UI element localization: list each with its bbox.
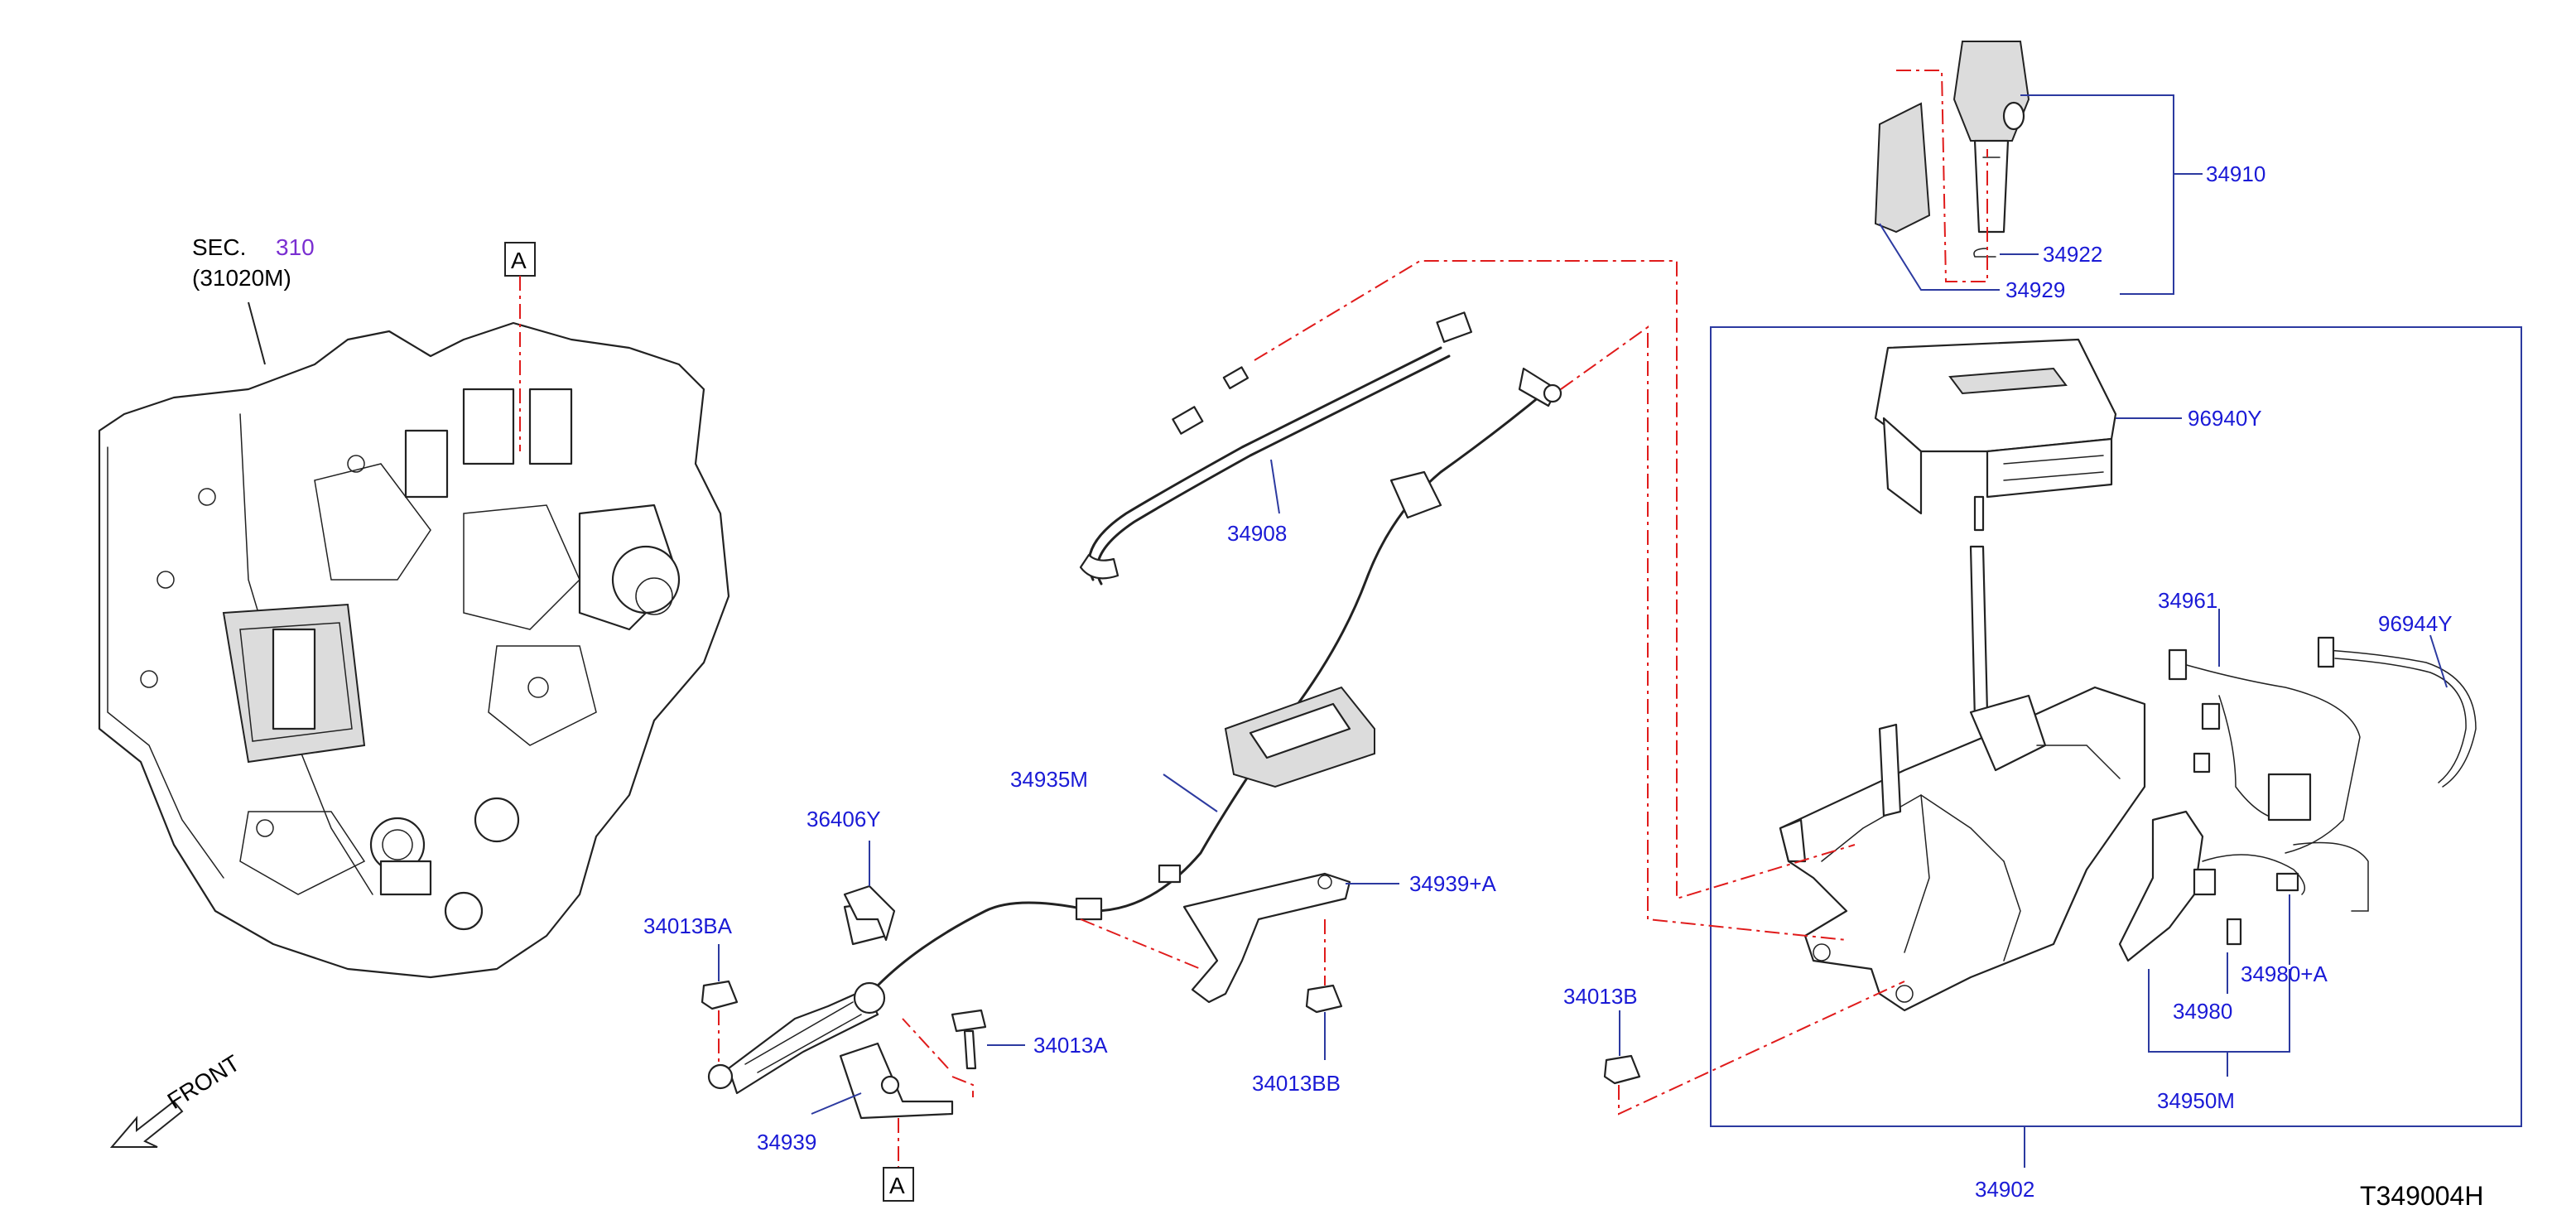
- label-96944y[interactable]: 96944Y: [2378, 611, 2453, 636]
- label-34935m[interactable]: 34935M: [1010, 767, 1088, 792]
- label-34939a[interactable]: 34939+A: [1409, 871, 1496, 896]
- section-prefix: SEC.: [192, 234, 246, 260]
- bolt-34013a: [951, 1009, 987, 1070]
- label-34013ba[interactable]: 34013BA: [643, 913, 733, 938]
- label-34929[interactable]: 34929: [2005, 277, 2065, 302]
- label-34980[interactable]: 34980: [2173, 999, 2232, 1024]
- svg-text:SEC.: SEC.: [192, 234, 246, 260]
- svg-text:A: A: [889, 1173, 905, 1198]
- diagram-id: T349004H: [2360, 1181, 2483, 1211]
- indicator-panel-illustration: [1874, 338, 2117, 532]
- label-34950m[interactable]: 34950M: [2157, 1088, 2235, 1113]
- label-96940y[interactable]: 96940Y: [2188, 406, 2262, 431]
- solenoid-illustration: [2118, 810, 2369, 962]
- front-label: FRONT: [163, 1050, 244, 1114]
- cable-34935m-illustration: [876, 367, 1562, 987]
- nut-34013b: [1603, 1054, 1641, 1085]
- bracket-34939a-illustration: [1182, 872, 1351, 1004]
- ref-mark-a-bottom: A: [883, 1167, 914, 1202]
- cable-34908-illustration: [1079, 311, 1473, 586]
- nut-34013ba: [701, 980, 739, 1010]
- connection-chains: [902, 260, 1905, 1116]
- bracket-34939-illustration: [839, 1042, 954, 1120]
- ref-mark-a-top: A: [504, 242, 536, 451]
- label-34013b[interactable]: 34013B: [1563, 984, 1638, 1009]
- label-34939[interactable]: 34939: [757, 1130, 816, 1154]
- label-34013a[interactable]: 34013A: [1033, 1033, 1108, 1058]
- label-34902[interactable]: 34902: [1975, 1177, 2034, 1202]
- label-36406y[interactable]: 36406Y: [807, 807, 881, 831]
- part-labels: 34910 34922 34929 96940Y 34908 34961 969…: [643, 161, 2453, 1202]
- nut-34013bb: [1305, 984, 1343, 1014]
- section-code: (31020M): [192, 265, 291, 291]
- label-34980a[interactable]: 34980+A: [2241, 962, 2328, 986]
- section-number[interactable]: 310: [276, 234, 315, 260]
- label-34908[interactable]: 34908: [1227, 521, 1287, 546]
- label-34922[interactable]: 34922: [2043, 242, 2102, 267]
- svg-text:A: A: [511, 248, 527, 273]
- label-34910[interactable]: 34910: [2206, 161, 2265, 186]
- label-34013bb[interactable]: 34013BB: [1252, 1071, 1341, 1096]
- shifter-assembly-illustration: [1779, 545, 2146, 1012]
- assembly-box-34902: [1710, 326, 2522, 1127]
- section-reference: SEC. 310 (31020M): [192, 234, 315, 365]
- transmission-illustration: [98, 321, 730, 979]
- front-arrow: FRONT: [109, 1050, 244, 1148]
- harness-illustration: [2168, 636, 2477, 854]
- label-34961[interactable]: 34961: [2158, 588, 2217, 613]
- selector-knob-illustration: [1874, 41, 2030, 258]
